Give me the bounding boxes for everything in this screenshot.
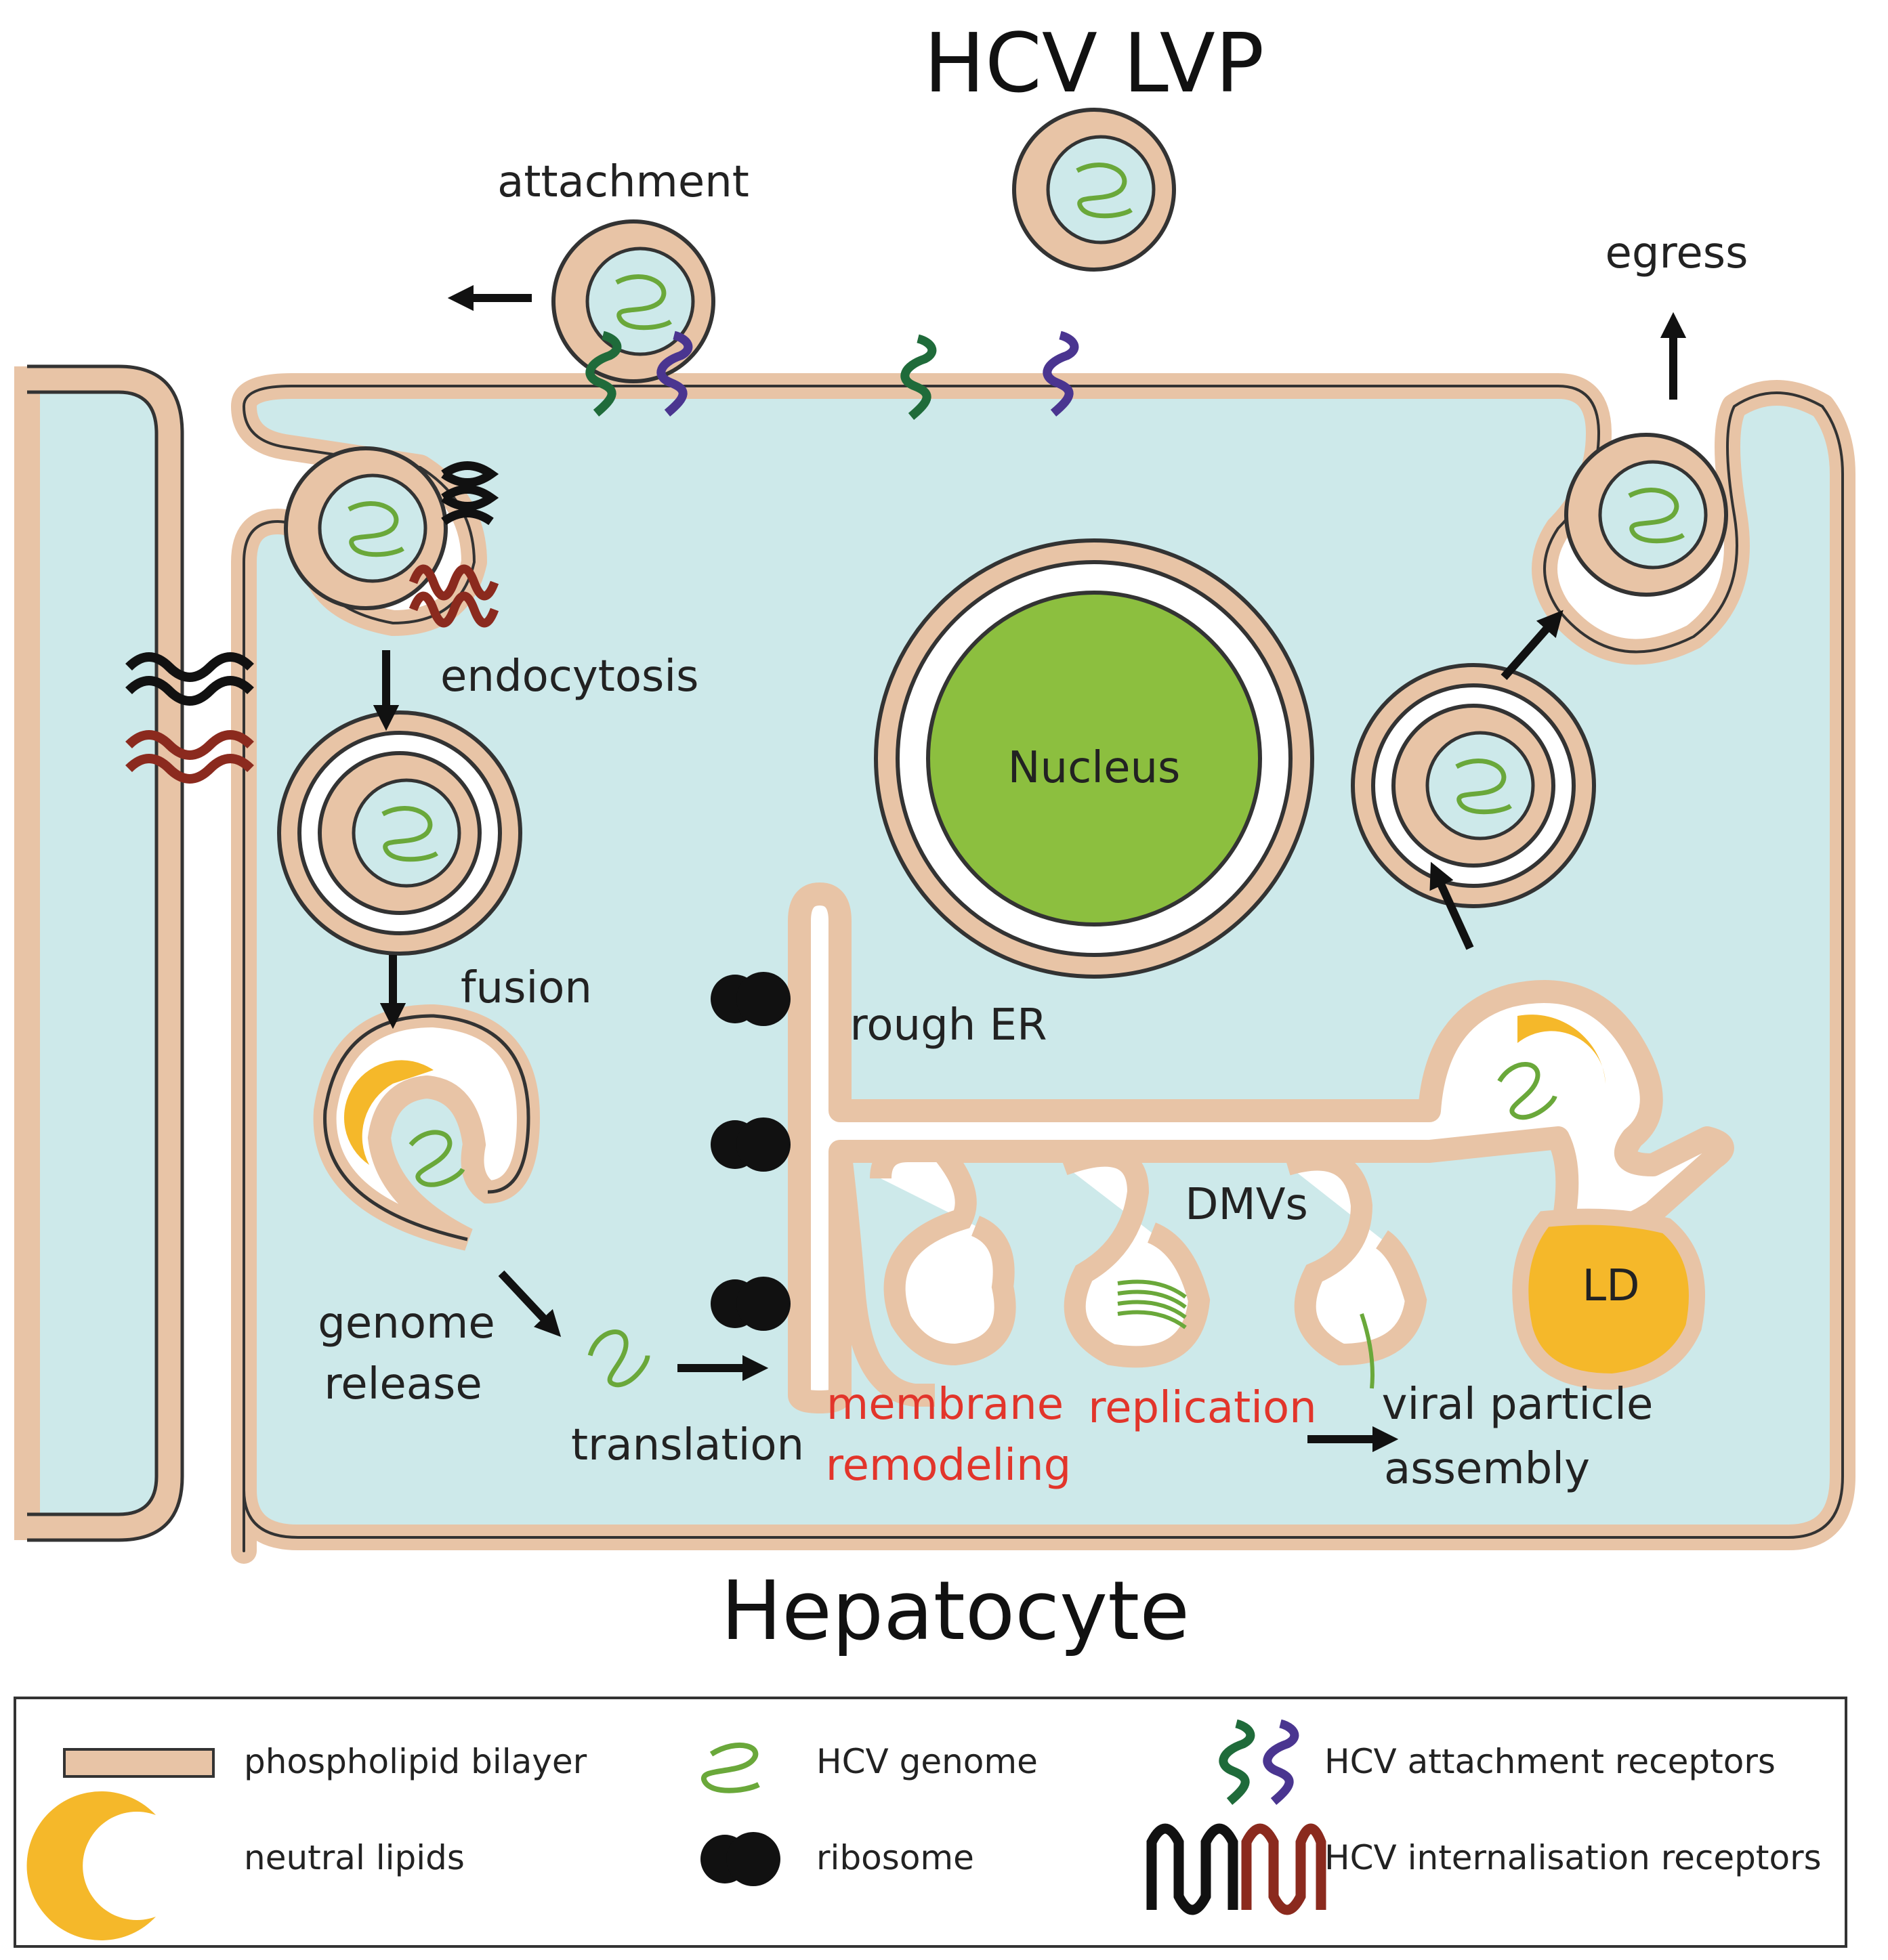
legend-item-hcv-genome: HCV genome (700, 1742, 1038, 1793)
svg-text:HCV internalisation receptors: HCV internalisation receptors (1324, 1838, 1822, 1877)
title-hcv-lvp: HCV LVP (924, 17, 1264, 111)
neighbour-cell-membrane (14, 366, 182, 1540)
assembly-particle (1493, 1015, 1606, 1124)
label-genome-release-1: genome (318, 1298, 495, 1348)
nucleus (874, 538, 1314, 979)
legend-item-ribosome: ribosome (700, 1832, 974, 1886)
label-translation: translation (571, 1420, 804, 1470)
label-endocytosis: endocytosis (440, 652, 699, 702)
ribosome-icon (700, 1832, 780, 1886)
svg-text:HCV genome: HCV genome (816, 1742, 1038, 1781)
label-membrane-remodeling-1: membrane (826, 1380, 1064, 1430)
legend: phospholipid bilayer neutral lipids HCV … (14, 1697, 1847, 1948)
ribosome-icon (711, 972, 791, 1026)
ribosome-icon (711, 1117, 791, 1172)
label-attachment: attachment (497, 157, 749, 207)
legend-item-attachment-receptors: HCV attachment receptors (1223, 1724, 1776, 1802)
title-hepatocyte: Hepatocyte (721, 1564, 1190, 1659)
secretory-vesicle (1353, 665, 1594, 906)
internalisation-receptor-icon (1241, 1823, 1326, 1915)
label-dmvs: DMVs (1185, 1180, 1308, 1230)
label-fusion: fusion (461, 963, 592, 1013)
label-ld: LD (1582, 1261, 1640, 1311)
svg-text:neutral lipids: neutral lipids (244, 1838, 465, 1877)
label-egress: egress (1606, 228, 1748, 278)
process-arrows (373, 284, 1687, 1453)
replication-genomes (1117, 1279, 1375, 1389)
fusion-vesicle (313, 1004, 541, 1251)
genome-squiggle-icon (700, 1742, 760, 1793)
svg-text:HCV attachment receptors: HCV attachment receptors (1324, 1742, 1776, 1781)
lipid-droplet (1512, 1208, 1705, 1390)
label-rough-er: rough ER (849, 1000, 1047, 1050)
legend-item-phospholipid-bilayer: phospholipid bilayer (63, 1742, 587, 1781)
label-membrane-remodeling-2: remodeling (826, 1441, 1072, 1491)
junction-receptors (125, 652, 254, 784)
free-lvp (1006, 110, 1174, 270)
endosome-vesicle (279, 712, 520, 954)
dmvs (870, 1141, 1427, 1368)
svg-text:ribosome: ribosome (816, 1838, 974, 1877)
label-assembly-1: viral particle (1382, 1380, 1654, 1430)
label-nucleus: Nucleus (1008, 743, 1181, 793)
svg-text:phospholipid bilayer: phospholipid bilayer (244, 1742, 587, 1781)
label-assembly-2: assembly (1384, 1444, 1590, 1494)
ribosome-icon (711, 1277, 791, 1331)
internalisation-receptor-icon (1146, 1823, 1238, 1915)
label-genome-release-2: release (324, 1359, 482, 1409)
attaching-particle (545, 221, 713, 381)
neutral-lipid-icon (26, 1791, 156, 1941)
rough-er (788, 882, 1734, 1413)
internalisation-receptor-on-pit (408, 461, 499, 628)
label-replication: replication (1088, 1383, 1316, 1433)
legend-item-neutral-lipids: neutral lipids (26, 1791, 465, 1941)
legend-item-internalisation-receptors: HCV internalisation receptors (1146, 1823, 1822, 1915)
